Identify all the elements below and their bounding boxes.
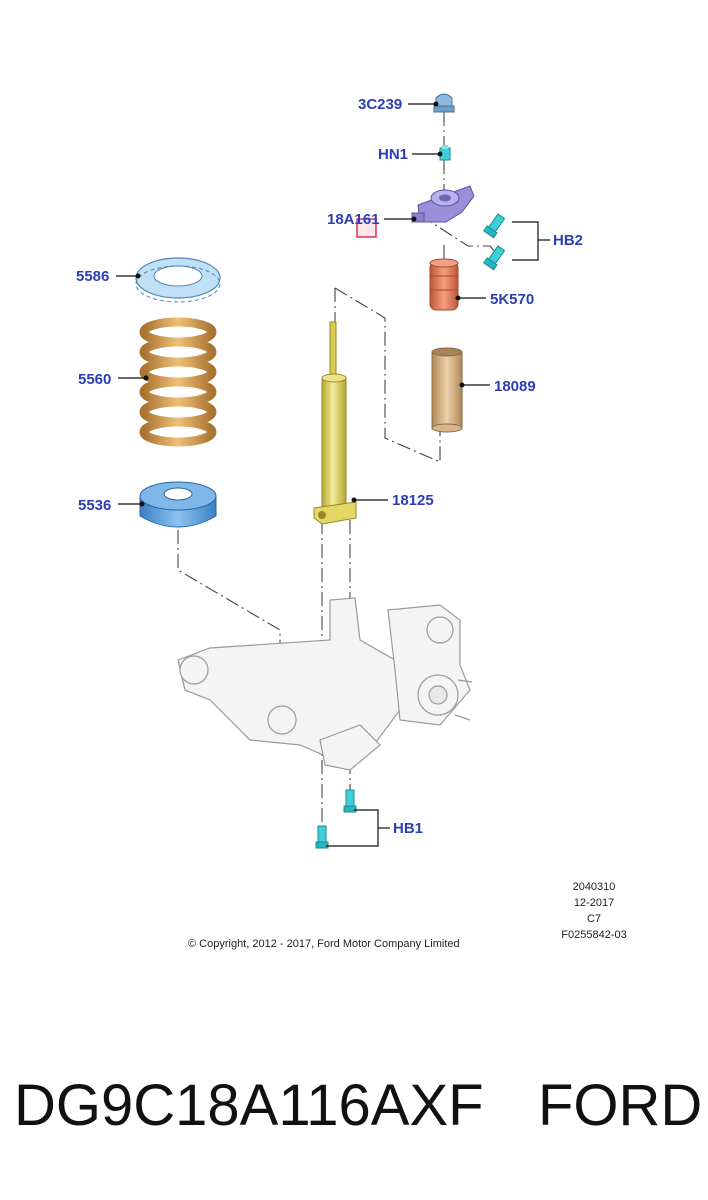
coil-spring-5560[interactable] xyxy=(139,317,217,447)
label-5560[interactable]: 5560 xyxy=(78,371,111,388)
bolts-hb2[interactable] xyxy=(483,213,506,271)
label-18a161[interactable]: 18A161 xyxy=(327,211,380,228)
label-hb1[interactable]: HB1 xyxy=(393,820,423,837)
label-5k570[interactable]: 5K570 xyxy=(490,291,534,308)
label-hn1[interactable]: HN1 xyxy=(378,146,408,163)
lower-spring-seat-5536[interactable] xyxy=(139,481,217,528)
label-5586[interactable]: 5586 xyxy=(76,268,109,285)
label-3c239[interactable]: 3C239 xyxy=(358,96,402,113)
cap-nut-3c239[interactable] xyxy=(433,93,455,113)
highlight-box xyxy=(356,218,377,238)
upper-spring-seat-5586[interactable] xyxy=(135,257,221,303)
label-18089[interactable]: 18089 xyxy=(494,378,536,395)
copyright-notice: © Copyright, 2012 - 2017, Ford Motor Com… xyxy=(188,938,460,950)
caption: DG9C18A116AXF FORD xyxy=(0,1072,708,1152)
dust-tube-18089[interactable] xyxy=(431,347,463,433)
meta-line-3: C7 xyxy=(587,913,601,925)
meta-line-4: F0255842-03 xyxy=(561,929,626,941)
subframe-assembly xyxy=(177,597,473,771)
shock-absorber-18125[interactable] xyxy=(313,321,357,525)
label-18125[interactable]: 18125 xyxy=(392,492,434,509)
bolts-hb1[interactable] xyxy=(315,789,357,849)
caption-part-number: DG9C18A116AXF xyxy=(14,1073,484,1138)
upper-mount-18a161[interactable] xyxy=(411,185,475,223)
label-5536[interactable]: 5536 xyxy=(78,497,111,514)
caption-brand: FORD xyxy=(538,1073,703,1138)
label-hb2[interactable]: HB2 xyxy=(553,232,583,249)
meta-line-2: 12-2017 xyxy=(574,897,614,909)
bump-stop-5k570[interactable] xyxy=(429,258,459,311)
leader-lines xyxy=(116,101,550,847)
meta-line-1: 2040310 xyxy=(573,881,616,893)
